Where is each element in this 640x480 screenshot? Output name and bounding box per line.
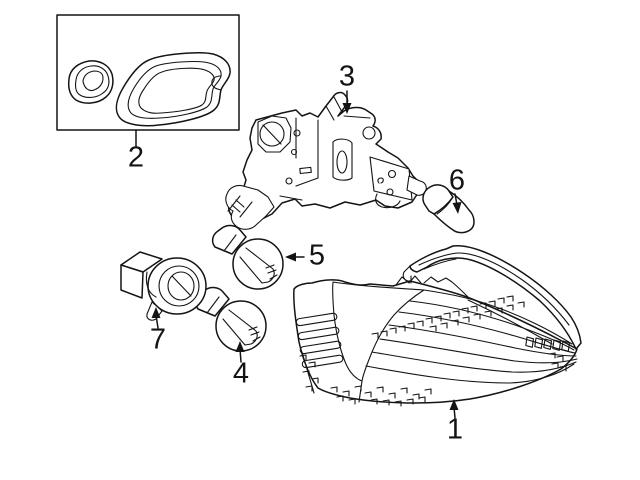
callout-5-arrow xyxy=(285,252,296,262)
bulb-socket-drawing xyxy=(121,252,206,320)
callout-6-arrow xyxy=(452,202,462,214)
callout-label-2: 2 xyxy=(127,141,145,174)
reflector-segments xyxy=(526,337,570,351)
bulb-4-drawing xyxy=(196,288,266,351)
callout-label-3: 3 xyxy=(338,60,356,93)
callout-arrows xyxy=(151,91,462,418)
tail-lamp-assembly-drawing xyxy=(294,246,581,407)
small-gasket-drawing xyxy=(69,61,113,103)
callout-label-7: 7 xyxy=(149,323,167,356)
callout-label-4: 4 xyxy=(232,357,250,390)
callout-4-arrow xyxy=(235,341,245,352)
callout-7-arrow xyxy=(151,307,161,318)
callout-label-1: 1 xyxy=(446,413,464,446)
callout-3-arrow xyxy=(342,103,352,114)
callout-1-arrow xyxy=(449,399,459,410)
callout-label-6: 6 xyxy=(448,164,466,197)
bulb-6-drawing xyxy=(423,185,474,233)
callout-label-5: 5 xyxy=(308,239,326,272)
bulb-5-drawing xyxy=(213,226,283,289)
bulb-carrier-bracket-drawing xyxy=(226,93,426,230)
large-gasket-drawing xyxy=(116,53,230,126)
